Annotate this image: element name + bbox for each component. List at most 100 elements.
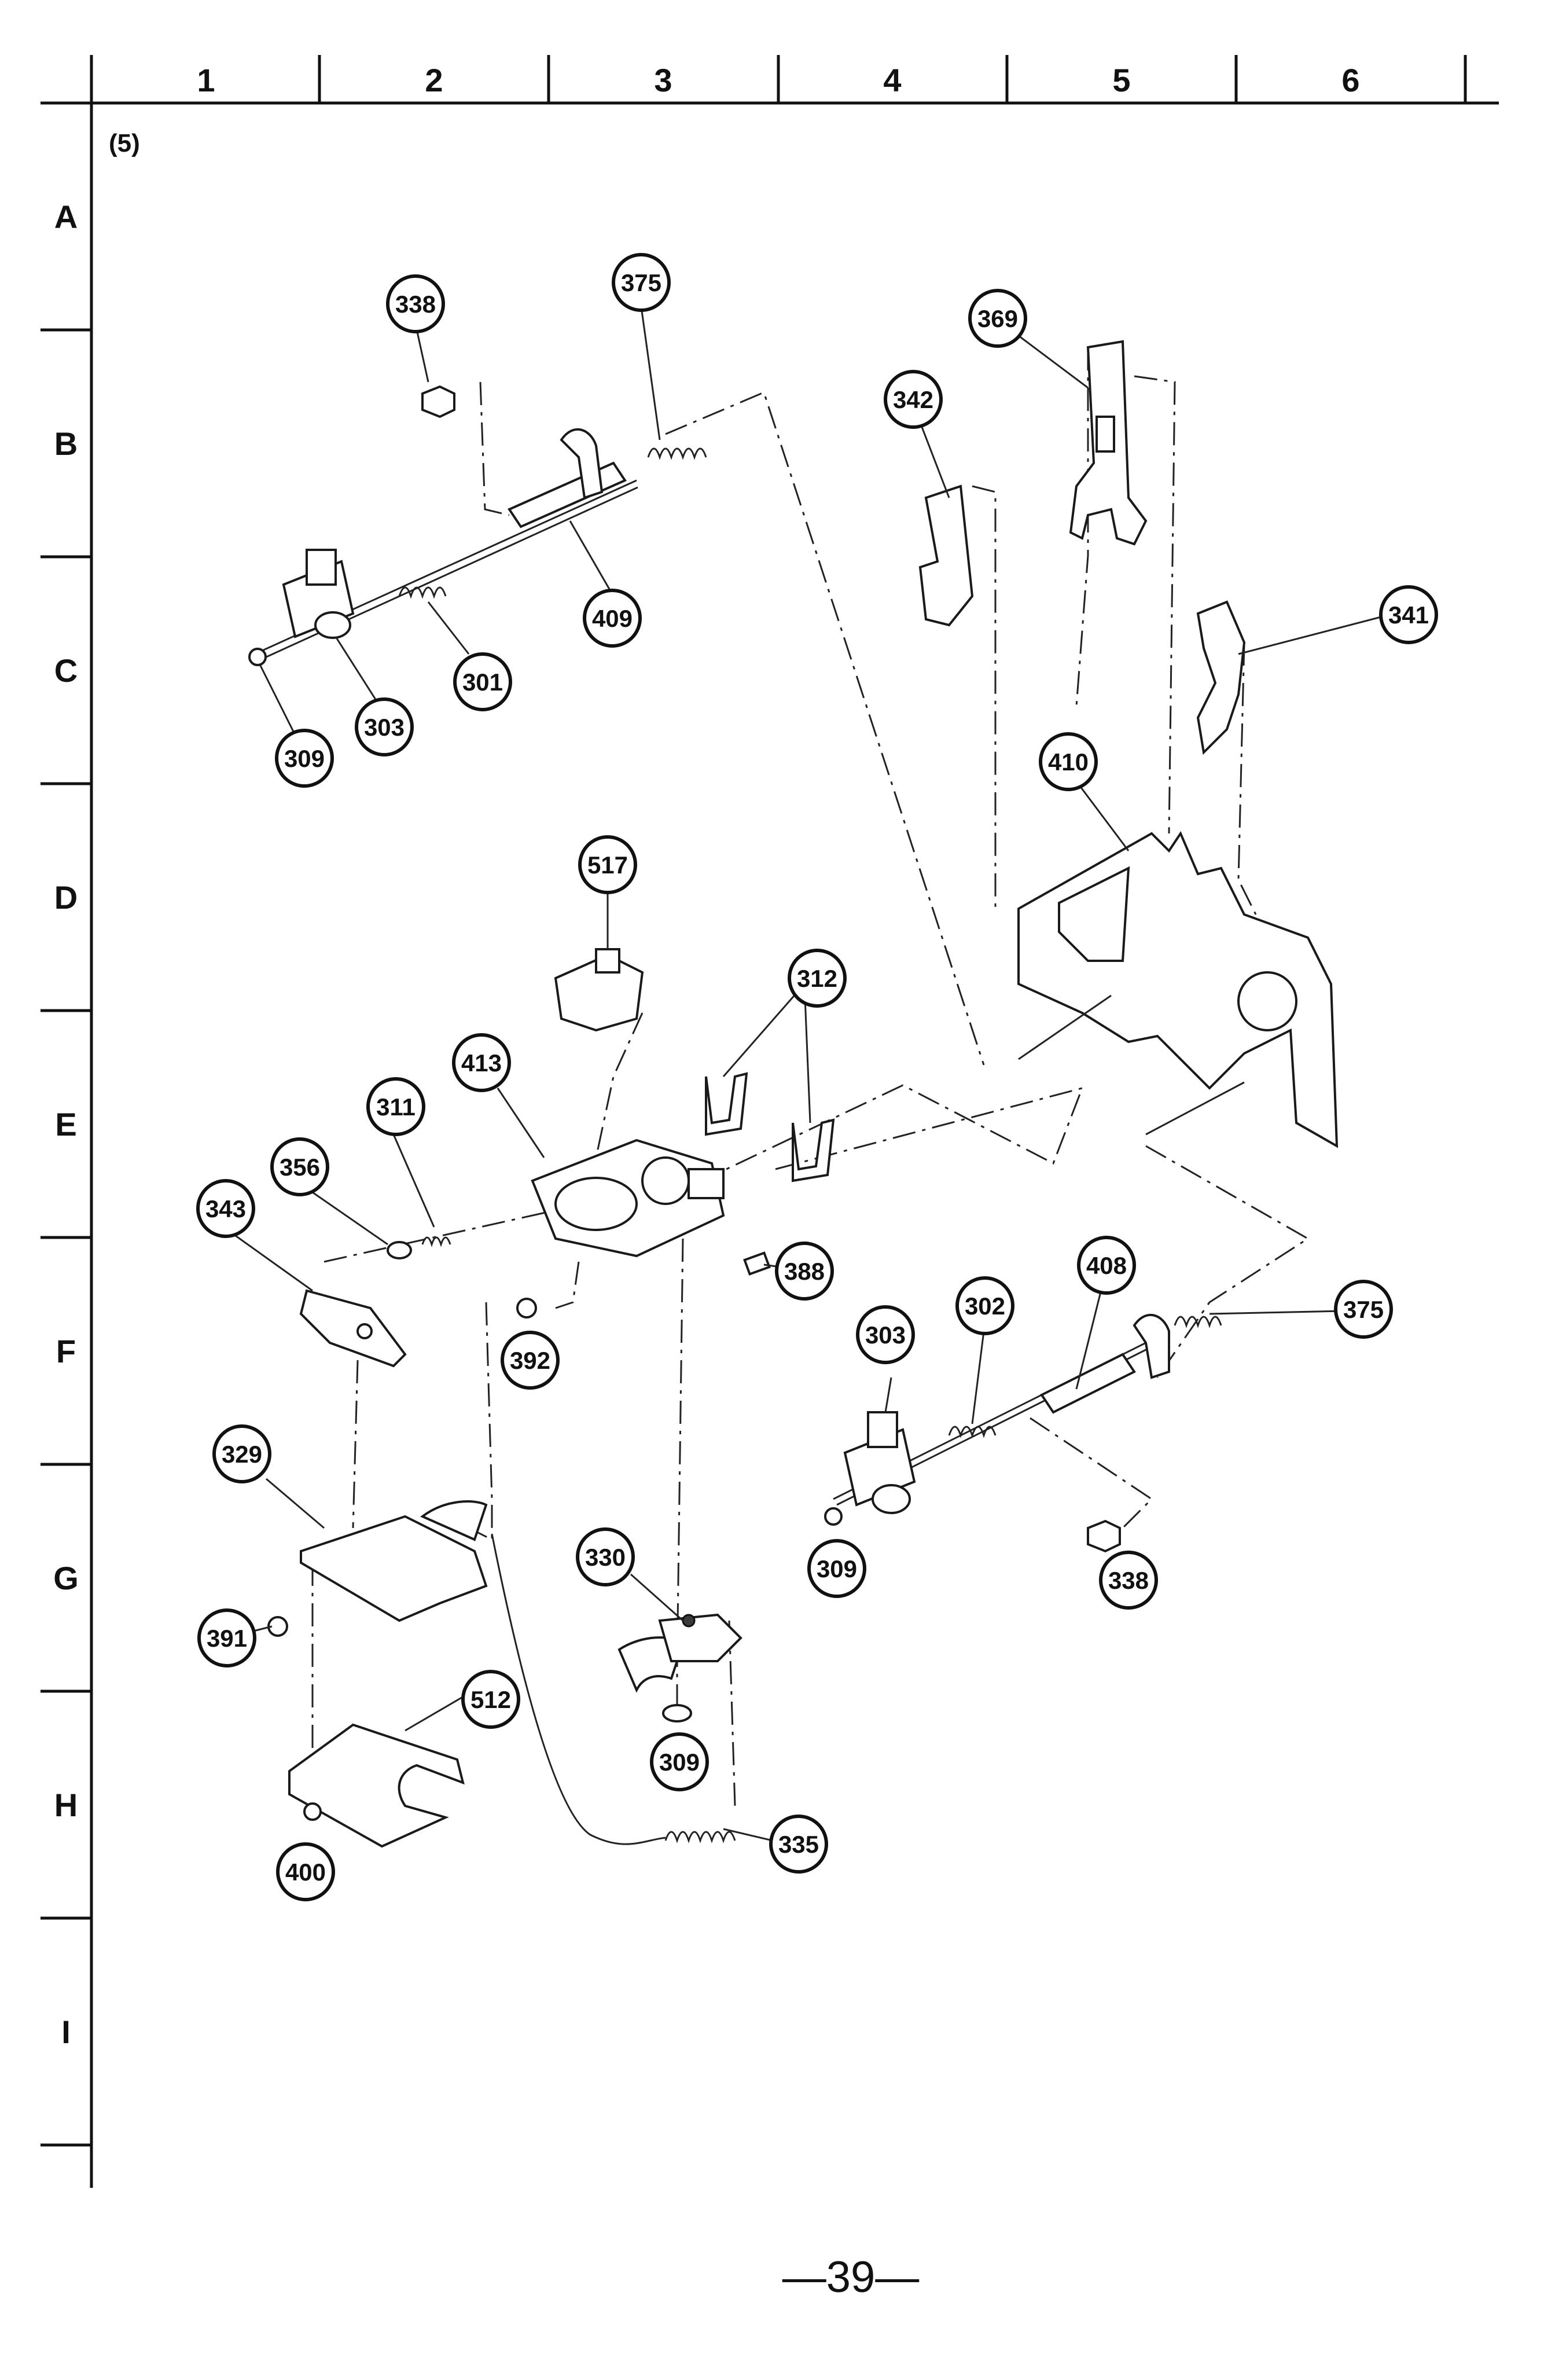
spring-301 bbox=[399, 587, 446, 596]
callout-338-bottom: 338 bbox=[1101, 1552, 1156, 1608]
svg-text:409: 409 bbox=[592, 605, 633, 632]
callout-330: 330 bbox=[578, 1529, 633, 1585]
svg-text:388: 388 bbox=[784, 1258, 825, 1285]
switch-517 bbox=[556, 949, 642, 1030]
svg-text:391: 391 bbox=[207, 1625, 247, 1652]
pin-356 bbox=[388, 1242, 411, 1258]
screw-388 bbox=[745, 1253, 770, 1275]
svg-text:392: 392 bbox=[510, 1347, 550, 1374]
callout-388: 388 bbox=[777, 1243, 832, 1299]
block-303-top bbox=[284, 550, 353, 638]
gear-330 bbox=[619, 1615, 741, 1690]
callout-309-bottom: 309 bbox=[809, 1541, 865, 1596]
svg-text:309: 309 bbox=[817, 1555, 857, 1582]
screw-400 bbox=[304, 1804, 321, 1820]
callout-329: 329 bbox=[214, 1426, 270, 1482]
row-label-B: B bbox=[54, 425, 78, 462]
spring-335 bbox=[666, 1832, 735, 1841]
row-label-I: I bbox=[61, 2014, 71, 2050]
assembly-guide-lines bbox=[313, 347, 1308, 1844]
figure-label: (5) bbox=[109, 129, 140, 157]
callout-343: 343 bbox=[198, 1181, 253, 1236]
callout-369: 369 bbox=[970, 291, 1025, 346]
callout-312: 312 bbox=[789, 950, 845, 1006]
svg-text:335: 335 bbox=[778, 1831, 819, 1858]
arm-369 bbox=[1071, 341, 1146, 544]
bracket-329 bbox=[301, 1501, 486, 1621]
callout-342: 342 bbox=[885, 372, 941, 427]
callout-309-top: 309 bbox=[277, 730, 332, 786]
row-label-F: F bbox=[56, 1333, 76, 1369]
clip-309-bottom bbox=[825, 1508, 841, 1525]
svg-text:375: 375 bbox=[1343, 1296, 1384, 1323]
callout-409: 409 bbox=[584, 590, 640, 646]
svg-text:301: 301 bbox=[462, 669, 503, 696]
guide-line bbox=[1238, 642, 1256, 914]
callout-512: 512 bbox=[463, 1672, 519, 1727]
callout-400: 400 bbox=[278, 1844, 333, 1900]
callout-356: 356 bbox=[272, 1139, 328, 1195]
svg-text:312: 312 bbox=[797, 965, 837, 992]
svg-text:303: 303 bbox=[364, 714, 405, 741]
svg-text:302: 302 bbox=[965, 1292, 1005, 1320]
chassis-plate-410 bbox=[1019, 833, 1337, 1146]
bracket-342 bbox=[920, 486, 972, 625]
svg-text:329: 329 bbox=[222, 1441, 262, 1468]
callout-303-bottom: 303 bbox=[858, 1307, 913, 1362]
svg-text:338: 338 bbox=[395, 291, 436, 318]
callout-375-top: 375 bbox=[613, 255, 669, 310]
svg-text:303: 303 bbox=[865, 1321, 906, 1349]
guide-line bbox=[596, 1013, 642, 1158]
spring-302 bbox=[949, 1427, 995, 1435]
column-label-4: 4 bbox=[883, 62, 901, 98]
column-header: 1 2 3 4 5 6 bbox=[41, 55, 1499, 2188]
page-number: —39— bbox=[782, 2253, 920, 2302]
callout-335: 335 bbox=[771, 1816, 826, 1872]
callout-408: 408 bbox=[1079, 1237, 1134, 1293]
svg-text:413: 413 bbox=[461, 1049, 502, 1077]
column-label-2: 2 bbox=[425, 62, 443, 98]
svg-text:512: 512 bbox=[470, 1686, 511, 1713]
bracket-312-b bbox=[793, 1120, 833, 1181]
bracket-312-a bbox=[706, 1074, 747, 1134]
callout-413: 413 bbox=[454, 1035, 509, 1090]
svg-text:330: 330 bbox=[585, 1544, 626, 1571]
callout-410: 410 bbox=[1041, 734, 1096, 789]
row-header: A B C D E F G H I bbox=[41, 199, 91, 2145]
column-label-6: 6 bbox=[1341, 62, 1359, 98]
svg-text:375: 375 bbox=[621, 269, 661, 296]
column-label-3: 3 bbox=[654, 62, 672, 98]
svg-text:343: 343 bbox=[205, 1195, 246, 1222]
block-303-bottom bbox=[845, 1412, 914, 1513]
svg-text:517: 517 bbox=[587, 851, 628, 879]
callout-302: 302 bbox=[957, 1278, 1013, 1334]
svg-text:408: 408 bbox=[1086, 1252, 1127, 1279]
nut-338-top bbox=[422, 387, 454, 417]
callout-392: 392 bbox=[502, 1332, 558, 1388]
guide-line bbox=[480, 382, 509, 515]
svg-text:400: 400 bbox=[285, 1859, 326, 1886]
column-label-5: 5 bbox=[1112, 62, 1130, 98]
spring-375-bottom bbox=[1175, 1317, 1221, 1325]
svg-text:342: 342 bbox=[893, 386, 933, 413]
row-label-G: G bbox=[53, 1560, 79, 1596]
svg-text:356: 356 bbox=[280, 1154, 320, 1181]
clip-309-top bbox=[249, 649, 266, 665]
svg-text:369: 369 bbox=[977, 305, 1018, 332]
svg-text:309: 309 bbox=[284, 745, 325, 772]
callout-303-top: 303 bbox=[356, 699, 412, 755]
svg-text:309: 309 bbox=[659, 1749, 700, 1776]
row-label-H: H bbox=[54, 1787, 78, 1823]
guide-line bbox=[1030, 1418, 1152, 1528]
washer-309-center bbox=[663, 1705, 691, 1721]
column-label-1: 1 bbox=[197, 62, 215, 98]
guide-line bbox=[666, 1085, 1082, 1198]
callout-311: 311 bbox=[368, 1079, 424, 1134]
callout-301: 301 bbox=[455, 654, 510, 710]
callout-375-bottom: 375 bbox=[1336, 1281, 1391, 1337]
screw-392 bbox=[517, 1299, 536, 1317]
row-label-E: E bbox=[55, 1106, 76, 1143]
svg-text:410: 410 bbox=[1048, 748, 1089, 776]
guide-line bbox=[556, 1262, 579, 1308]
callout-309-center: 309 bbox=[652, 1734, 707, 1790]
